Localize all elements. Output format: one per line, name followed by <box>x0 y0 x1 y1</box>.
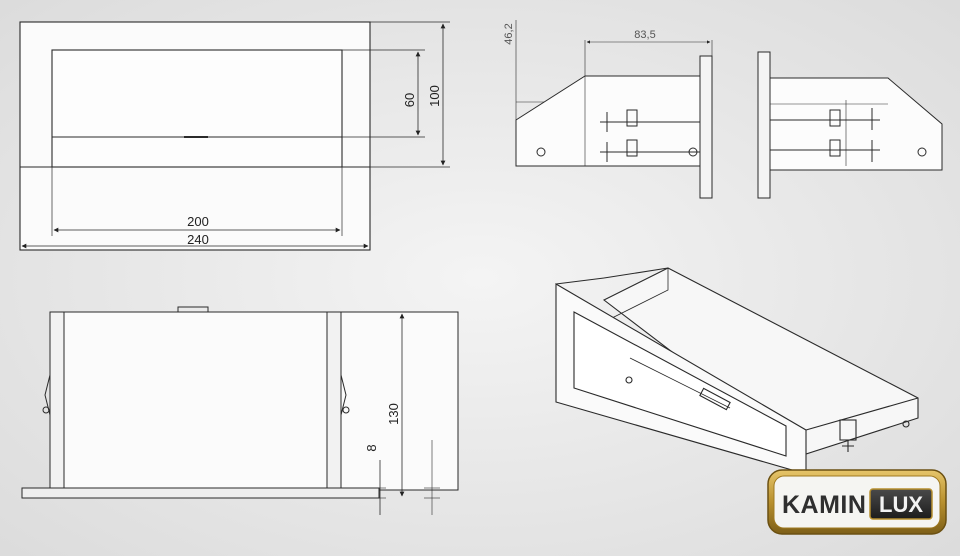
logo-text-kamin: KAMIN <box>782 491 866 519</box>
dim-inner-height: 60 <box>402 93 417 107</box>
isometric-view <box>555 267 919 475</box>
side-section-left <box>515 20 713 199</box>
dim-side-length: 83,5 <box>634 29 655 41</box>
dim-front-height: 130 <box>386 403 401 425</box>
dim-base-height: 8 <box>364 444 379 451</box>
dim-outer-height: 100 <box>427 85 442 107</box>
side-section-right <box>757 51 943 199</box>
front-elevation <box>21 306 459 515</box>
top-view <box>19 21 450 251</box>
brand-logo: KAMIN LUX <box>767 469 947 535</box>
logo-text-lux: LUX <box>879 492 923 517</box>
dim-outer-width: 240 <box>187 232 209 247</box>
dim-inner-width: 200 <box>187 214 209 229</box>
dim-side-offset: 46,2 <box>503 23 515 44</box>
